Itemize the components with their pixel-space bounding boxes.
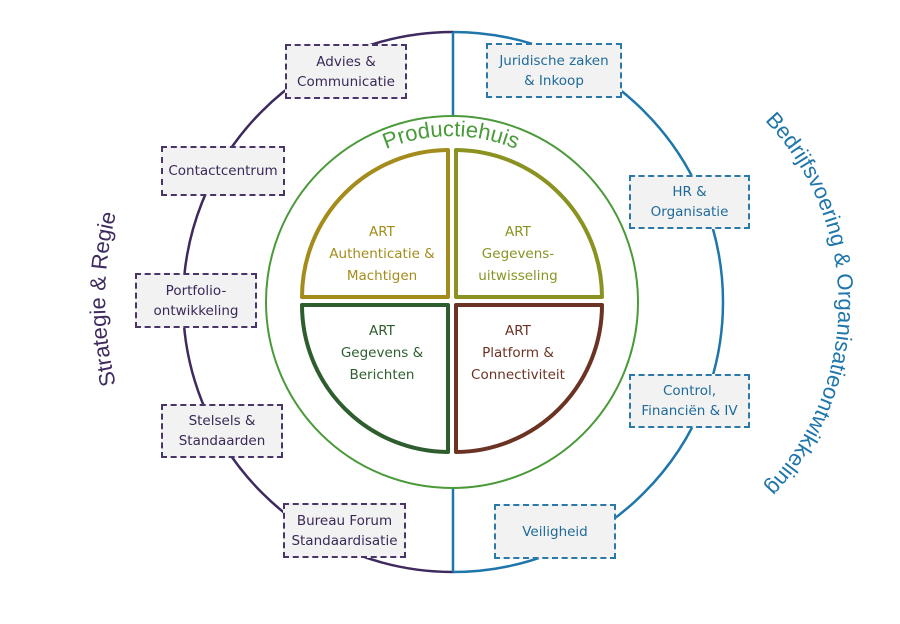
quadrant-label-gegevens-berichten: ART Gegevens & Berichten	[318, 320, 446, 386]
box-contactcentrum: Contactcentrum	[161, 146, 285, 196]
box-line: & Inkoop	[524, 72, 584, 89]
quadrant-line: ART	[505, 224, 531, 240]
quadrant-line: uitwisseling	[478, 268, 558, 284]
box-bureau-forum-standaardisatie: Bureau Forum Standaardisatie	[283, 503, 406, 558]
box-line: Advies &	[316, 53, 376, 70]
quadrant-line: Platform &	[482, 345, 554, 361]
quadrant-platform	[454, 303, 604, 454]
box-line: Contactcentrum	[168, 163, 278, 179]
box-line: HR &	[672, 184, 707, 200]
quadrant-line: Machtigen	[346, 268, 418, 284]
quadrant-line: Gegevens-	[481, 246, 555, 262]
quadrant-line: ART	[505, 323, 531, 339]
quadrant-line: Berichten	[349, 367, 415, 383]
box-advies-communicatie: Advies & Communicatie	[285, 44, 407, 99]
right-title: Bedrijfsvoering & Organisatieontwikkelin…	[761, 107, 858, 501]
quadrant-line: Connectiviteit	[471, 367, 565, 383]
box-veiligheid: Veiligheid	[494, 504, 616, 559]
box-line: Standaarden	[178, 433, 266, 449]
quadrant-line: Gegevens &	[340, 345, 424, 361]
quadrant-line: ART	[369, 323, 395, 339]
box-line: Financiën & IV	[641, 403, 738, 419]
box-line: Portfolio-	[165, 282, 227, 299]
quadrant-label-authenticatie: ART Authenticatie & Machtigen	[318, 221, 446, 287]
box-line: Communicatie	[297, 73, 395, 90]
quadrant-gegevens-berichten	[300, 303, 450, 454]
box-hr-organisatie: HR & Organisatie	[629, 175, 750, 229]
quadrant-label-gegevensuitwisseling: ART Gegevens- uitwisseling	[454, 221, 582, 287]
box-line: Control,	[662, 383, 717, 399]
quadrant-line: ART	[369, 224, 395, 240]
box-control-financien-iv: Control, Financiën & IV	[629, 374, 750, 428]
box-line: Juridische zaken	[499, 52, 609, 69]
box-line: ontwikkeling	[153, 302, 239, 319]
quadrant-line: Authenticatie &	[329, 246, 435, 262]
box-stelsels-standaarden: Stelsels & Standaarden	[161, 404, 283, 458]
box-line: Veiligheid	[522, 523, 588, 540]
box-line: Organisatie	[650, 204, 729, 220]
box-portfolio-ontwikkeling: Portfolio- ontwikkeling	[135, 273, 257, 328]
box-line: Bureau Forum	[296, 512, 393, 529]
left-title: Strategie & Regie	[85, 209, 121, 389]
productiehuis-circle	[265, 115, 639, 489]
box-line: Stelsels &	[188, 413, 256, 429]
quadrant-label-platform: ART Platform & Connectiviteit	[454, 320, 582, 386]
quadrant-authenticatie	[300, 148, 450, 299]
quadrant-gegevensuitwisseling	[454, 148, 604, 299]
box-line: Standaardisatie	[291, 532, 398, 549]
box-juridische-zaken-inkoop: Juridische zaken & Inkoop	[486, 43, 622, 98]
